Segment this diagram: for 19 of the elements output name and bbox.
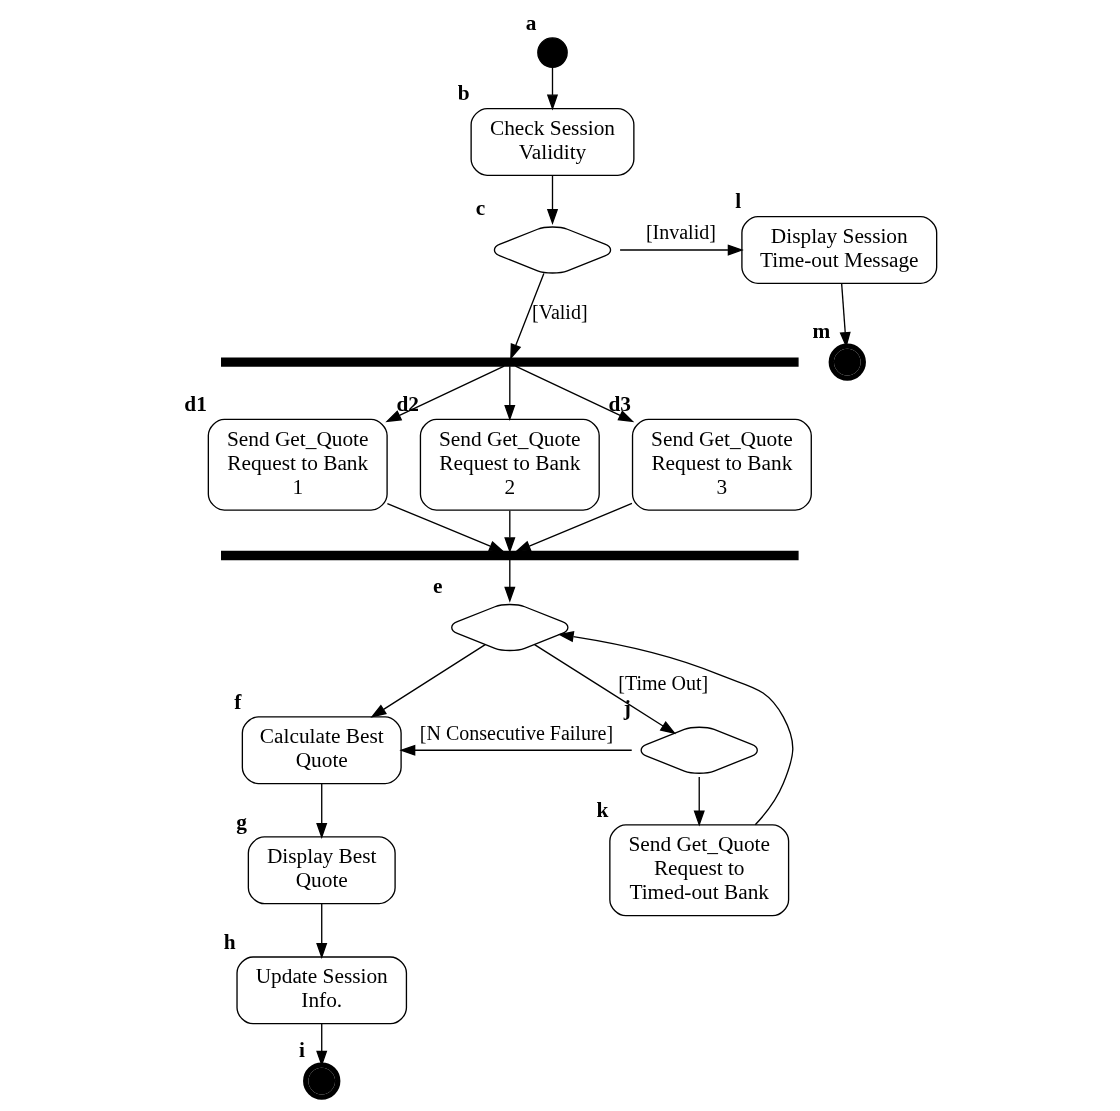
node-label: j xyxy=(623,696,631,721)
node-label: c xyxy=(475,196,485,221)
node-label: h xyxy=(223,929,236,954)
node-label: b xyxy=(457,81,470,106)
edge-label: [N Consecutive Failure] xyxy=(419,721,613,744)
node-label: d2 xyxy=(395,392,419,417)
node-label: m xyxy=(812,318,830,343)
node-label: d1 xyxy=(183,392,207,417)
node-label: e xyxy=(432,573,443,598)
edge-label: [Time Out] xyxy=(617,672,708,695)
node-label: g xyxy=(235,809,247,834)
node-label: d3 xyxy=(608,392,631,417)
node-label: f xyxy=(233,689,241,714)
edge-label: [Invalid] xyxy=(645,221,716,244)
edge-label: [Valid] xyxy=(531,301,588,324)
node-label: l xyxy=(734,189,741,214)
node-label: a xyxy=(525,10,536,35)
node-label: k xyxy=(596,797,608,822)
node-label: i xyxy=(298,1037,305,1062)
